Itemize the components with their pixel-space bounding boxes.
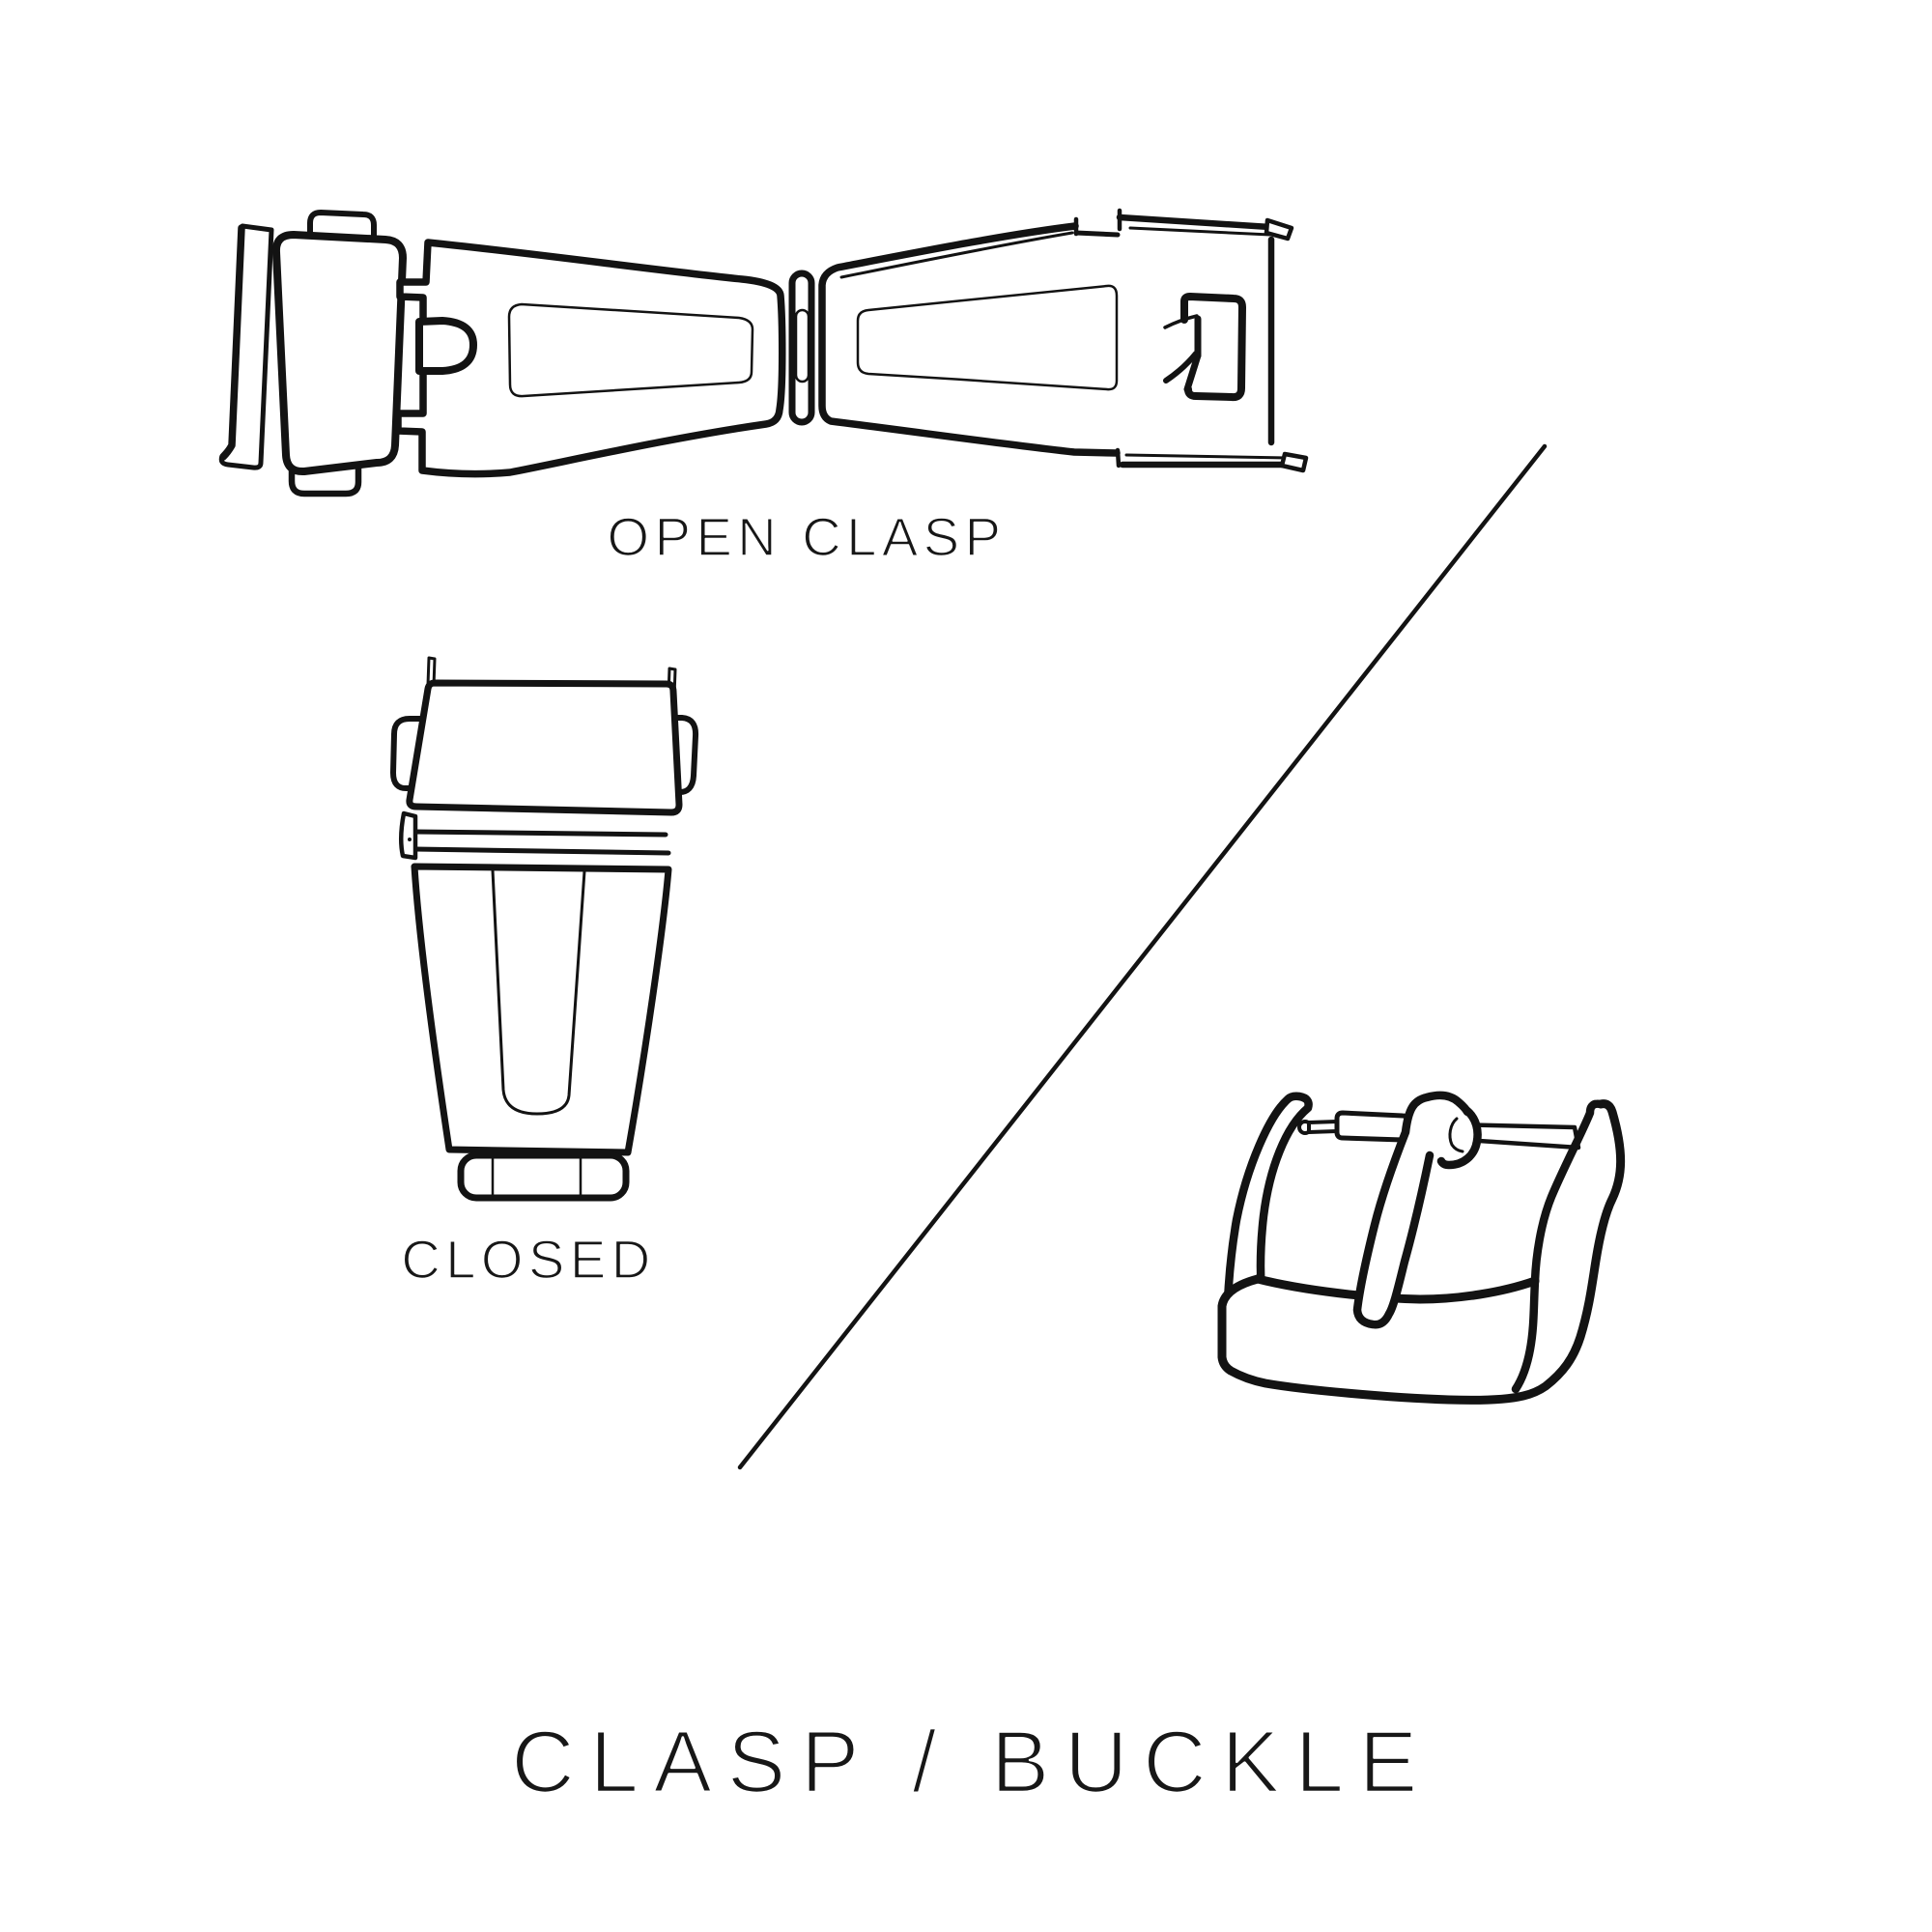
svg-text:CLOSED: CLOSED xyxy=(401,1229,655,1290)
svg-text:CLASP / BUCKLE: CLASP / BUCKLE xyxy=(511,1714,1433,1811)
svg-text:OPEN CLASP: OPEN CLASP xyxy=(608,506,1007,567)
